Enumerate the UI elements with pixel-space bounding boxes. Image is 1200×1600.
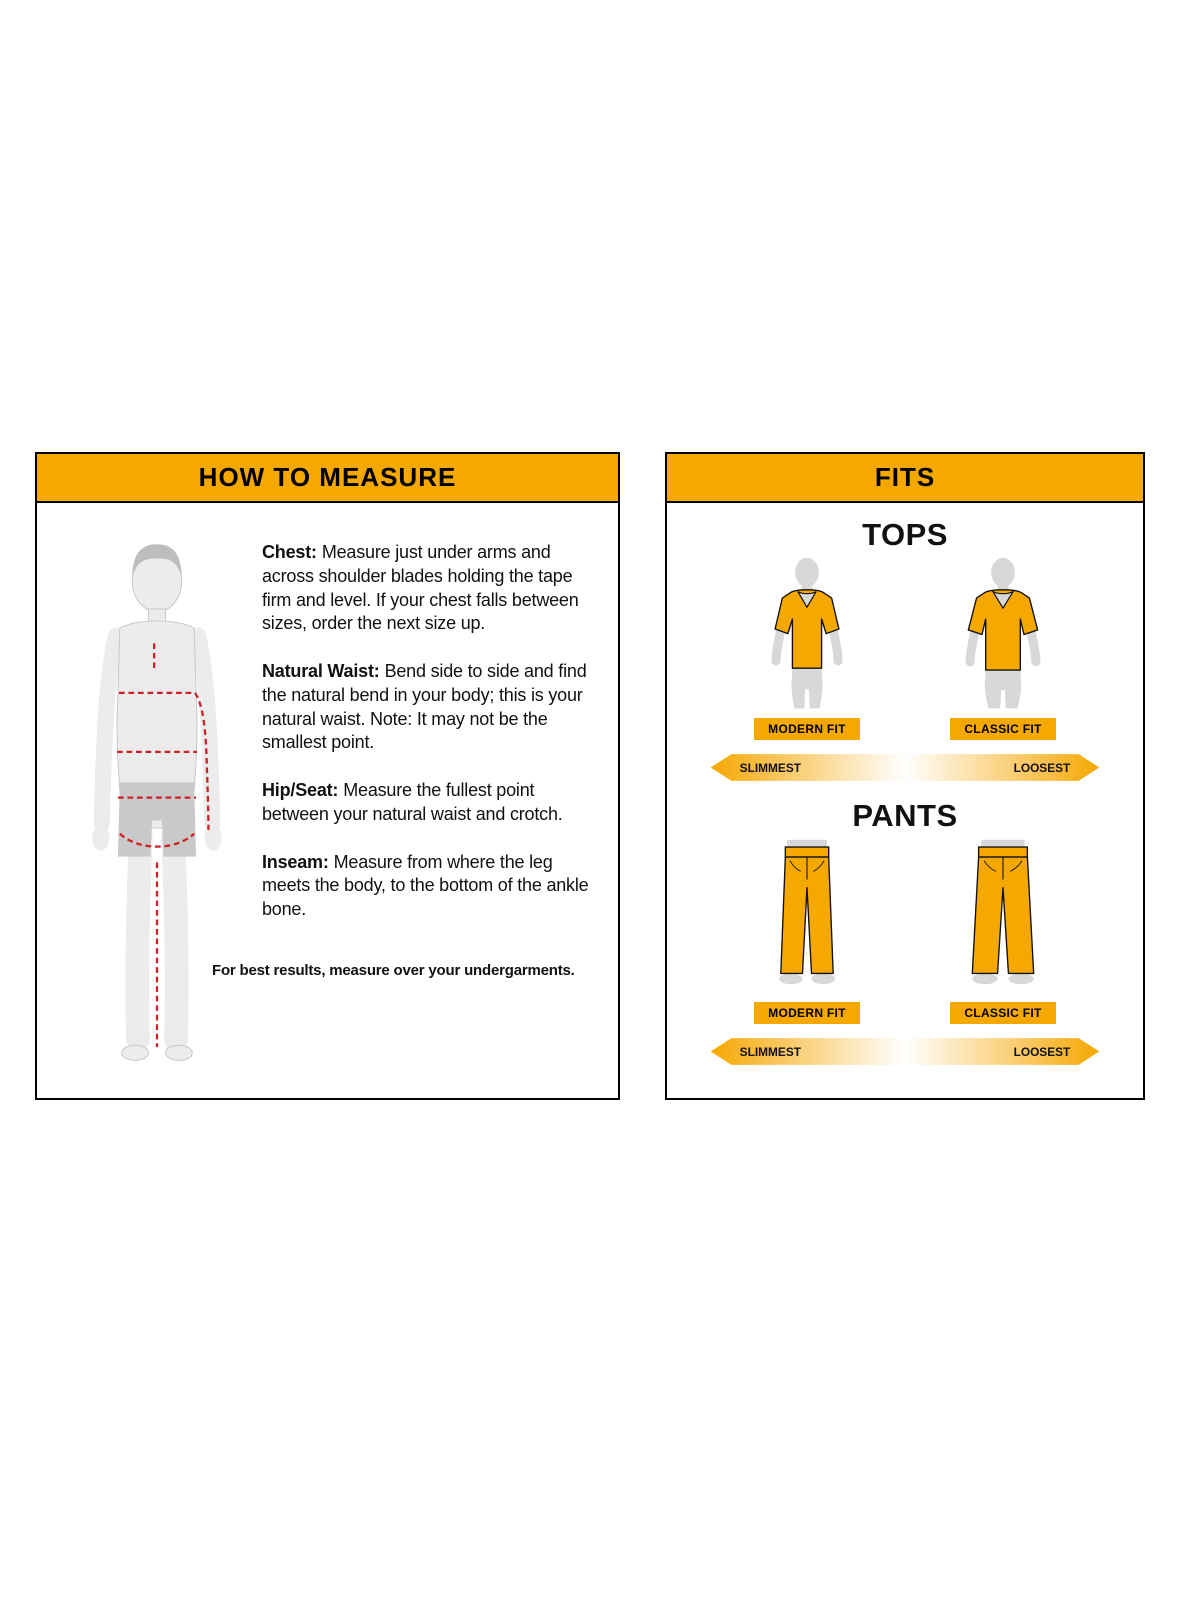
measure-section-waist-text: Bend side to side and find the natural b…: [262, 661, 587, 753]
measure-section-waist: Natural Waist:Bend side to side and find…: [262, 660, 596, 755]
measure-section-chest: Chest:Measure just under arms and across…: [262, 541, 596, 636]
fits-title: FITS: [667, 454, 1143, 503]
male-figure-icon: [92, 544, 222, 1061]
fits-panel: FITS TOPS MODERN FIT: [665, 452, 1145, 1100]
pants-heading: PANTS: [852, 798, 958, 833]
how-to-measure-panel: HOW TO MEASURE: [35, 452, 620, 1100]
tops-heading: TOPS: [862, 517, 948, 552]
tops-classic-fit-figure: CLASSIC FIT: [923, 557, 1083, 740]
measure-section-hip-text: Measure the fullest point between your n…: [262, 780, 563, 824]
measure-instructions: Chest:Measure just under arms and across…: [212, 527, 596, 1077]
tshirt-modern-fit-icon: [771, 557, 843, 709]
measure-section-chest-text: Measure just under arms and across shoul…: [262, 542, 579, 634]
how-to-measure-body: Chest:Measure just under arms and across…: [37, 503, 618, 1093]
measure-section-inseam-text: Measure from where the leg meets the bod…: [262, 851, 589, 920]
tops-scale-right-label: LOOSEST: [1014, 761, 1071, 775]
measure-section-chest-label: Chest:: [262, 542, 317, 562]
tshirt-classic-fit-icon: [965, 557, 1041, 709]
pants-figures-row: MODERN FIT CLASSIC FIT: [727, 838, 1083, 1024]
pants-modern-fit-figure: MODERN FIT: [727, 838, 887, 1024]
tops-classic-fit-label: CLASSIC FIT: [950, 718, 1056, 740]
measure-section-hip: Hip/Seat:Measure the fullest point betwe…: [262, 779, 596, 827]
pants-classic-fit-label: CLASSIC FIT: [950, 1002, 1056, 1024]
tops-modern-fit-label: MODERN FIT: [754, 718, 860, 740]
measure-section-hip-label: Hip/Seat:: [262, 780, 339, 800]
fits-body: TOPS MODERN FIT: [667, 503, 1143, 1076]
pants-classic-fit-icon: [971, 839, 1035, 985]
pants-fit-scale: SLIMMEST LOOSEST: [705, 1036, 1105, 1072]
measure-section-waist-label: Natural Waist:: [262, 661, 380, 681]
measurement-dashed-lines-icon: [117, 643, 210, 1048]
how-to-measure-title: HOW TO MEASURE: [37, 454, 618, 503]
tops-fit-scale: SLIMMEST LOOSEST: [705, 752, 1105, 788]
tops-fit-scale-arrow-icon: SLIMMEST LOOSEST: [710, 754, 1100, 781]
pants-scale-left-label: SLIMMEST: [740, 1045, 802, 1059]
pants-modern-fit-label: MODERN FIT: [754, 1002, 860, 1024]
measure-section-inseam-label: Inseam:: [262, 851, 329, 872]
measure-footnote: For best results, measure over your unde…: [212, 961, 575, 979]
pants-modern-fit-icon: [779, 839, 835, 985]
tops-scale-left-label: SLIMMEST: [740, 761, 802, 775]
measurement-figure-illustration: [57, 527, 262, 1077]
tops-figures-row: MODERN FIT CLASSIC FIT: [727, 557, 1083, 740]
measure-section-inseam: Inseam:Measure from where the leg meets …: [262, 851, 596, 922]
pants-fit-scale-arrow-icon: SLIMMEST LOOSEST: [710, 1038, 1100, 1065]
tops-modern-fit-figure: MODERN FIT: [727, 557, 887, 740]
pants-scale-right-label: LOOSEST: [1014, 1045, 1071, 1059]
pants-classic-fit-figure: CLASSIC FIT: [923, 838, 1083, 1024]
